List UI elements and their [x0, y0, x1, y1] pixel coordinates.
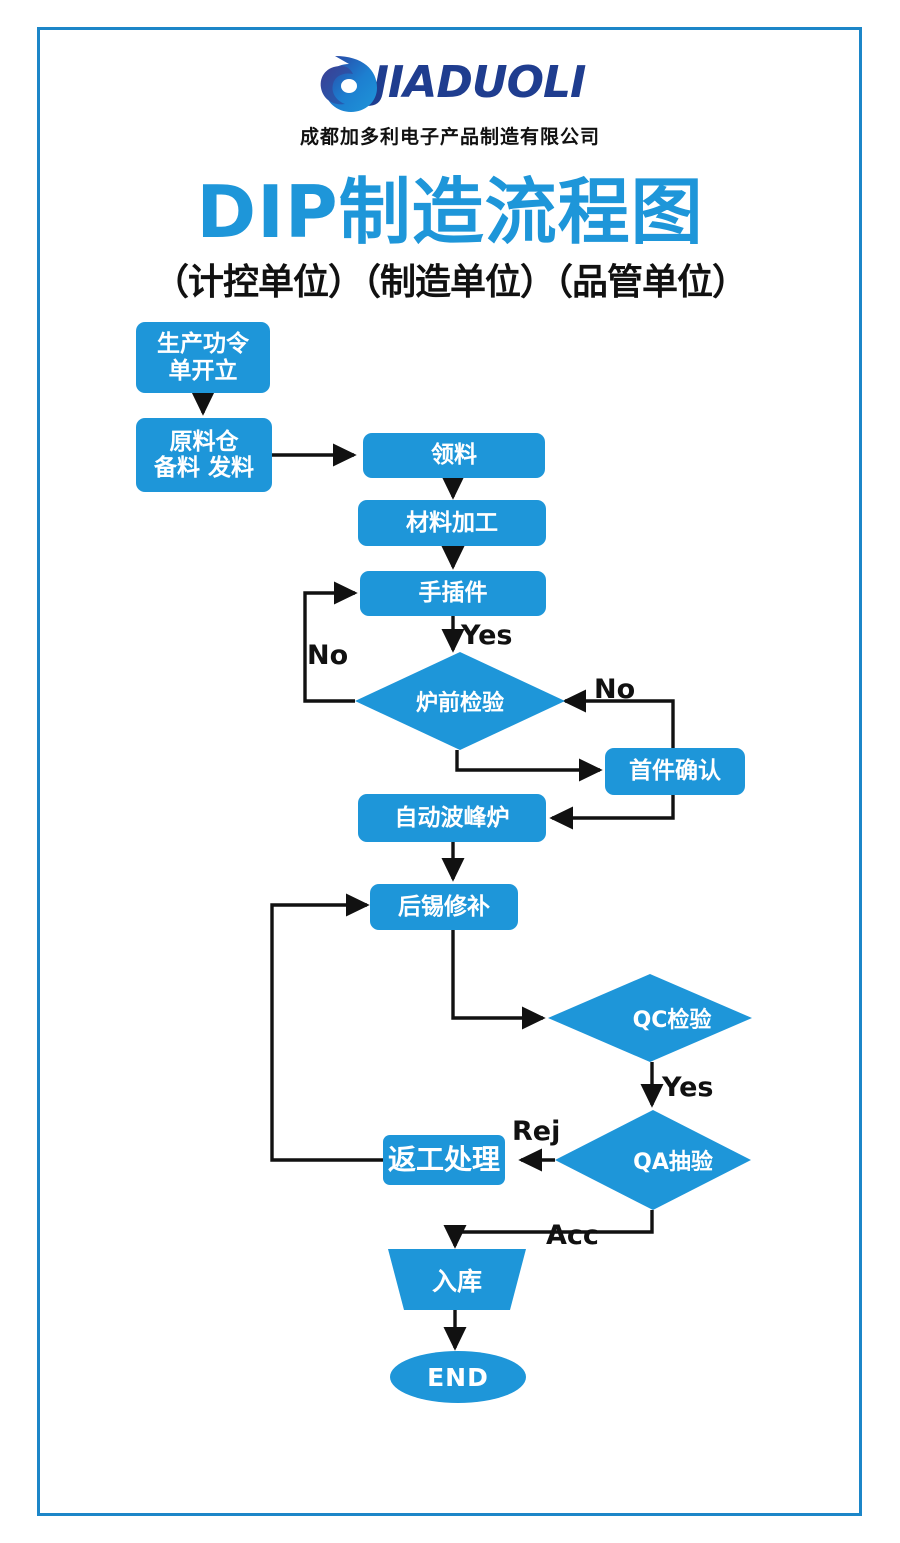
company-logo-block: JIADUOLI 成都加多利电子产品制造有限公司 [0, 52, 900, 149]
page-border-frame [37, 27, 862, 1516]
node-warehouse-in[interactable]: 入库 [388, 1249, 526, 1310]
page-border-inner [40, 30, 859, 1513]
page-subtitle: （计控单位）（制造单位）（品管单位） [152, 262, 748, 303]
node-rework[interactable]: 返工处理 [383, 1135, 505, 1185]
node-material-pickup[interactable]: 领料 [363, 433, 545, 478]
edge-label-yes-qc: Yes [662, 1072, 714, 1103]
leaf-swoosh-logo-icon [315, 52, 381, 114]
ellipse-shape [390, 1351, 526, 1403]
edge-label-rej: Rej [512, 1116, 561, 1147]
node-label: 原料仓 备料 发料 [153, 428, 254, 481]
edge-label-acc: Acc [546, 1220, 599, 1251]
diamond-shape [548, 974, 752, 1062]
edge-label-no-first-article: No [594, 674, 636, 705]
trapezoid-shape [388, 1249, 526, 1310]
node-post-solder-repair[interactable]: 后锡修补 [370, 884, 518, 930]
node-material-warehouse[interactable]: 原料仓 备料 发料 [136, 418, 272, 492]
node-label: 生产功令 单开立 [157, 331, 249, 384]
logo-wordmark: JIADUOLI [372, 57, 587, 108]
page-title: DIP制造流程图 [196, 170, 704, 254]
company-name: 成都加多利电子产品制造有限公司 [299, 126, 600, 148]
node-pre-furnace-inspection[interactable]: 炉前检验 [355, 652, 565, 750]
node-manual-insertion[interactable]: 手插件 [360, 571, 546, 616]
node-production-order[interactable]: 生产功令 单开立 [136, 322, 270, 393]
node-wave-solder[interactable]: 自动波峰炉 [358, 794, 546, 842]
node-qa-sampling[interactable]: QA抽验 [555, 1110, 751, 1210]
node-qc-inspection[interactable]: QC检验 [548, 974, 752, 1062]
logo-row: JIADUOLI [315, 52, 586, 114]
edge-label-no-left-loop: No [307, 640, 349, 671]
node-first-article-confirm[interactable]: 首件确认 [605, 748, 745, 795]
edge-label-yes-pre-furnace: Yes [461, 620, 513, 651]
node-material-processing[interactable]: 材料加工 [358, 500, 546, 546]
node-end[interactable]: END [390, 1351, 526, 1403]
diamond-shape [355, 652, 565, 750]
diamond-shape [555, 1110, 751, 1210]
